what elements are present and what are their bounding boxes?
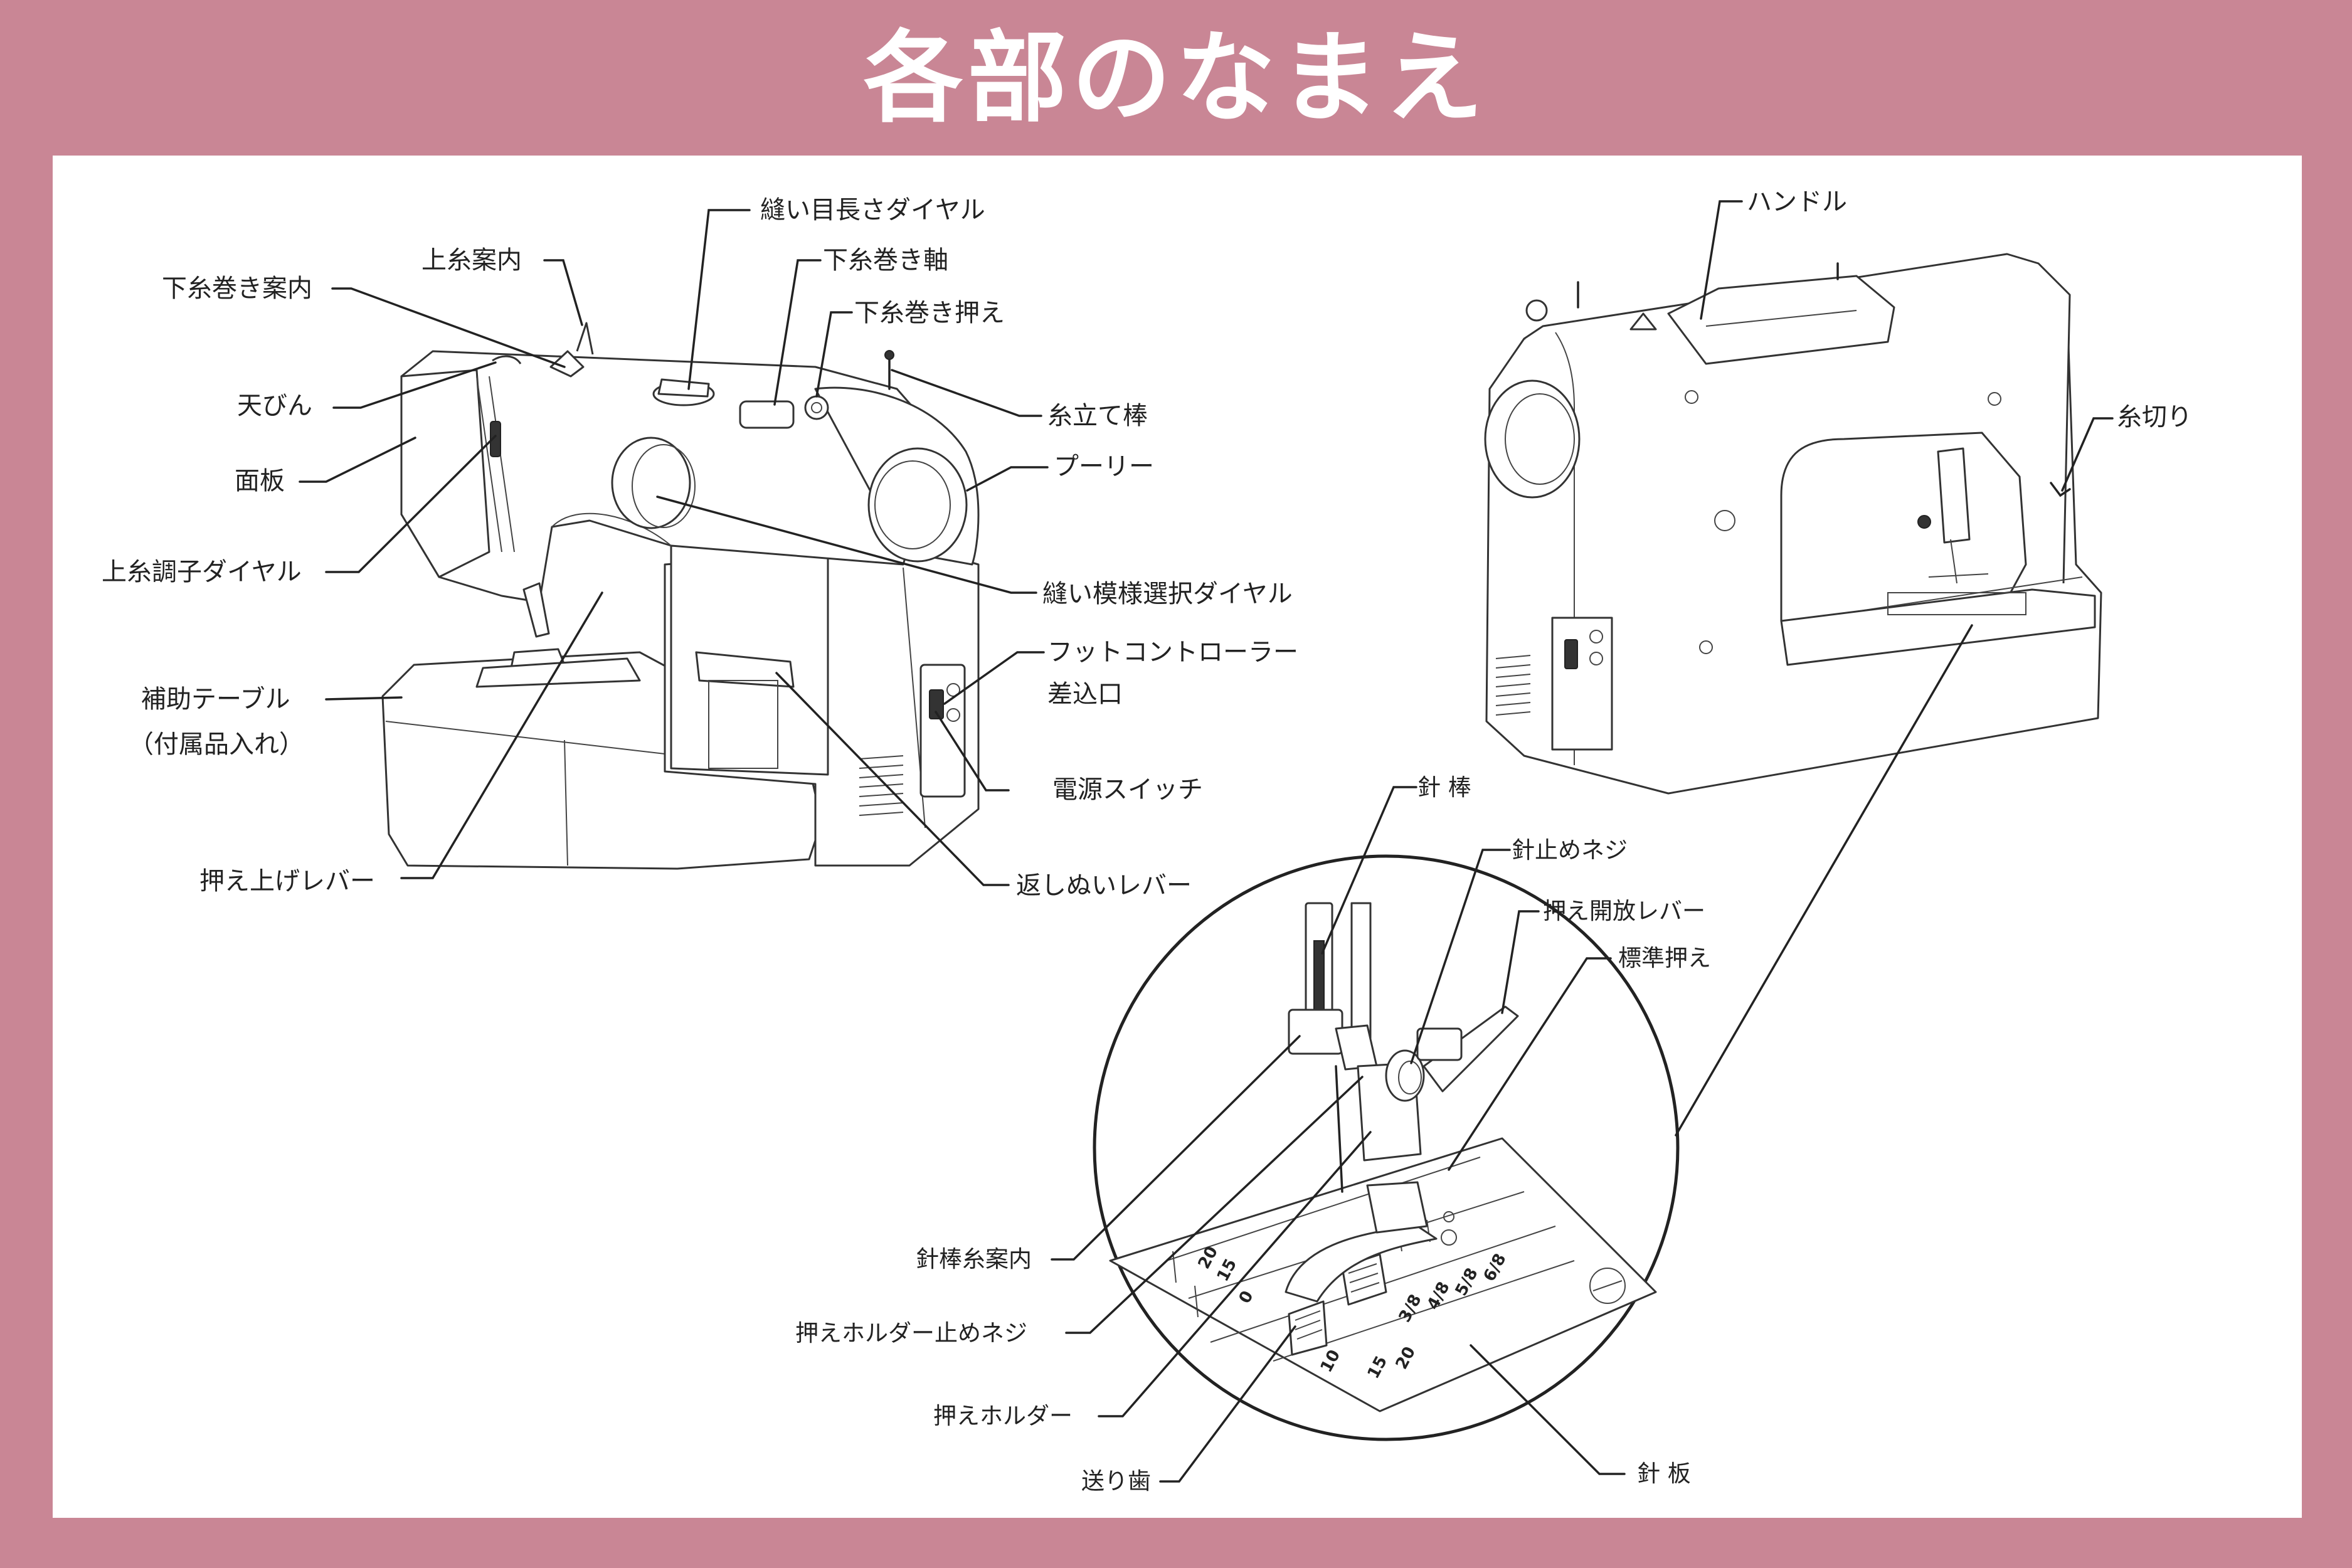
label-okuriba: 送り歯 [1081, 1468, 1151, 1495]
label-itokiri: 糸切り [2117, 403, 2192, 432]
label-foot-controller: フットコントローラー [1047, 638, 1298, 667]
label-foot-controller-inlet: 差込口 [1047, 680, 1123, 709]
label-harabou-ito-annai: 針棒糸案内 [916, 1246, 1032, 1273]
label-uwaito-choushi-dial: 上糸調子ダイヤル [102, 558, 302, 586]
label-shitaito-maki-jiku: 下糸巻き軸 [823, 246, 948, 275]
zoom-detail-circle [1093, 854, 1680, 1441]
label-menita: 面板 [235, 467, 285, 495]
label-handle: ハンドル [1747, 188, 1847, 216]
label-osae-holder-tome-neji: 押えホルダー止めネジ [795, 1320, 1027, 1347]
label-shitaito-maki-annai: 下糸巻き案内 [162, 274, 312, 303]
label-hyoujun-osae: 標準押え [1618, 945, 1711, 972]
label-osae-age-lever: 押え上げレバー [199, 867, 375, 896]
label-harabou: 針 棒 [1417, 774, 1471, 801]
label-osae-kaihou-lever: 押え開放レバー [1543, 898, 1705, 924]
label-itotate-bou: 糸立て棒 [1047, 401, 1148, 430]
back-view-machine [1484, 253, 2102, 795]
label-dengen-switch: 電源スイッチ [1052, 775, 1203, 804]
label-nuime-nagasa-dial: 縫い目長さダイヤル [760, 196, 985, 225]
label-haridome-neji: 針止めネジ [1512, 837, 1628, 864]
leader-lines [299, 200, 2114, 1483]
label-nui-moyou-dial: 縫い模様選択ダイヤル [1042, 580, 1293, 608]
label-uwaito-annai: 上糸案内 [421, 246, 522, 275]
label-hojo-table: 補助テーブル [141, 685, 290, 714]
label-pulley: プーリー [1054, 452, 1154, 481]
front-view-machine [381, 322, 980, 870]
label-osae-holder: 押えホルダー [933, 1402, 1073, 1429]
label-kaeshi-nui-lever: 返しぬいレバー [1016, 871, 1192, 900]
label-tenbin: 天びん [237, 391, 312, 420]
part-labels: 縫い目長さダイヤル 下糸巻き軸 下糸巻き押え 上糸案内 下糸巻き案内 天びん 面… [102, 188, 2192, 1495]
page-title: 各部のなまえ [864, 21, 1488, 136]
label-shitaito-maki-osae: 下糸巻き押え [854, 299, 1005, 327]
label-harita: 針 板 [1637, 1460, 1691, 1487]
label-hojo-table-sub: （付属品入れ） [129, 730, 304, 759]
